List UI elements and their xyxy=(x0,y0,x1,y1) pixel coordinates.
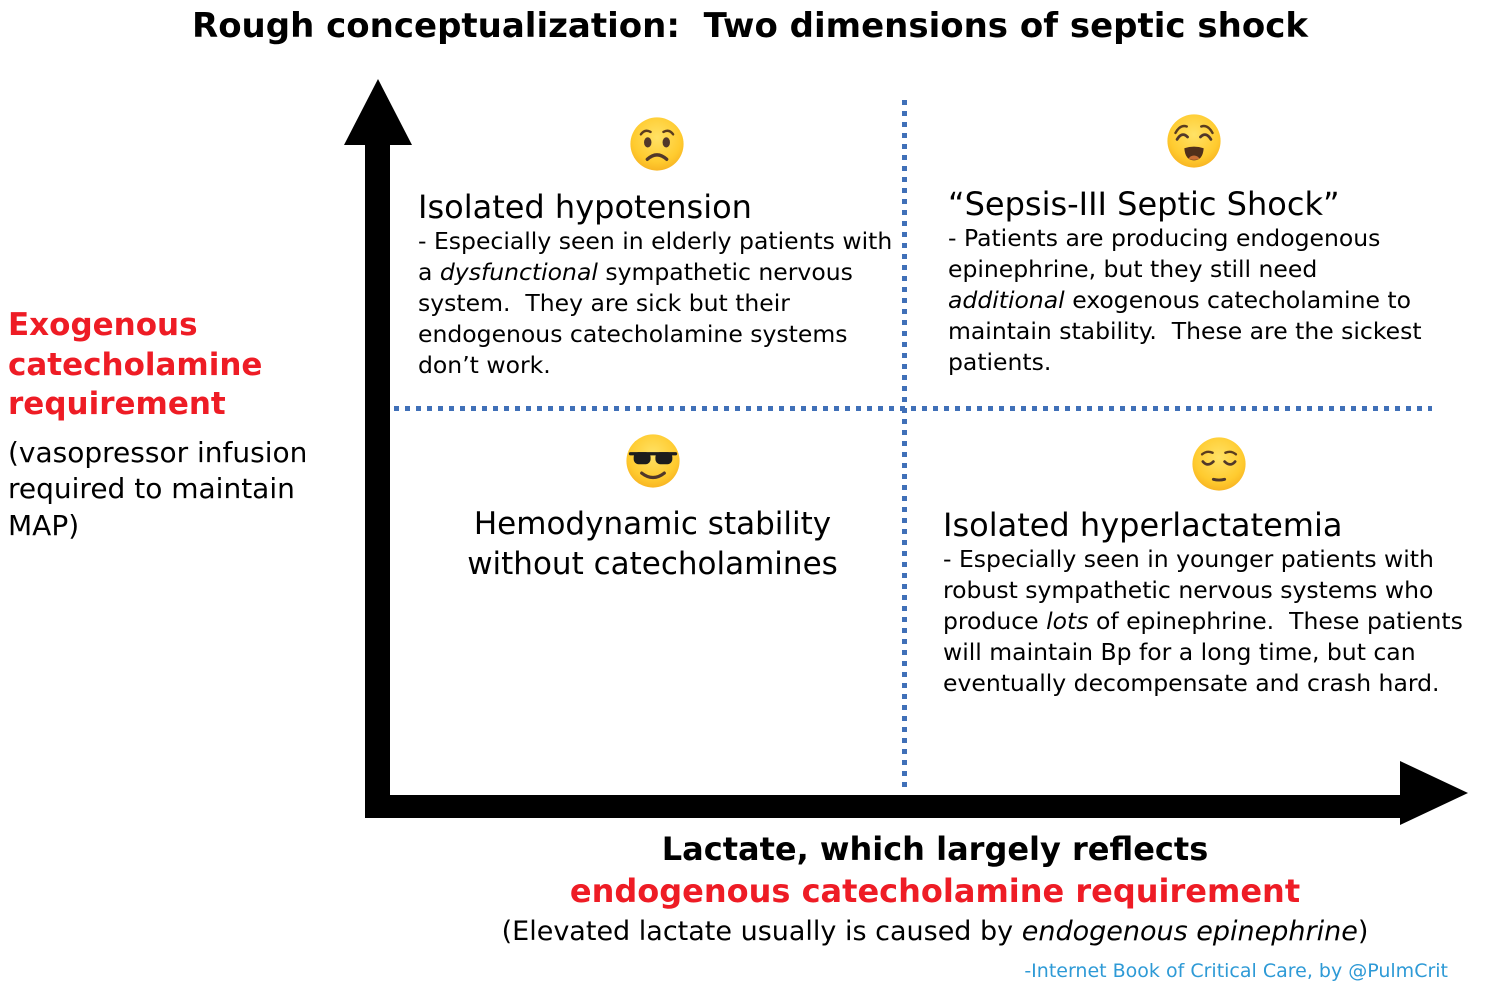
page-title: Rough conceptualization: Two dimensions … xyxy=(192,6,1308,46)
body-text-italic: dysfunctional xyxy=(439,257,598,286)
body-text: - Patients are producing endogenous epin… xyxy=(948,223,1388,283)
y-axis-label: Exogenous catecholamine requirement xyxy=(8,307,263,423)
body-text: - Especially seen in elderly patients wi… xyxy=(418,226,900,286)
x-axis-line xyxy=(365,795,1405,818)
quadrant-isolated-hyperlactatemia: Isolated hyperlactatemia - Especially se… xyxy=(943,435,1495,699)
y-axis-arrowhead-icon xyxy=(344,79,412,145)
body-text: exogenous catecholamine to maintain stab… xyxy=(948,285,1430,376)
horizontal-dotted-divider xyxy=(394,406,1432,411)
body-text: sympathetic nervous system. They are sic… xyxy=(418,257,861,379)
quadrant-body: - Especially seen in elderly patients wi… xyxy=(418,226,896,381)
vertical-dotted-divider xyxy=(902,100,907,790)
note-text: (Elevated lactate usually is caused by xyxy=(501,916,1022,947)
credit-line: -Internet Book of Critical Care, by @Pul… xyxy=(1024,960,1448,982)
quadrant-body: - Patients are producing endogenous epin… xyxy=(948,223,1440,378)
quadrant-text-line2: without catecholamines xyxy=(467,546,838,583)
body-text: of epinephrine. These patients will main… xyxy=(943,606,1471,697)
smiling-face-with-sunglasses-emoji xyxy=(625,434,680,488)
quadrant-heading: “Sepsis-III Septic Shock” xyxy=(948,185,1340,223)
x-axis-note: (Elevated lactate usually is caused by e… xyxy=(200,916,1500,947)
note-text: ) xyxy=(1357,916,1369,947)
pensive-face-emoji xyxy=(1192,437,1246,491)
quadrant-heading: Isolated hyperlactatemia xyxy=(943,506,1343,544)
y-axis-label-block: Exogenous catecholamine requirement (vas… xyxy=(8,306,358,544)
note-text-italic: endogenous epinephrine xyxy=(1021,916,1358,947)
quadrant-isolated-hypotension: Isolated hypotension - Especially seen i… xyxy=(418,115,896,381)
quadrant-text-line1: Hemodynamic stability xyxy=(473,506,832,542)
y-axis-line xyxy=(365,140,390,818)
body-text-italic: additional xyxy=(948,285,1065,314)
x-axis-arrowhead-icon xyxy=(1400,761,1468,825)
x-axis-label-line2: endogenous catecholamine requirement xyxy=(569,872,1301,910)
body-text-italic: lots xyxy=(1046,606,1089,635)
x-axis-label-block: Lactate, which largely reflects endogeno… xyxy=(200,830,1500,947)
quadrant-body: - Especially seen in younger patients wi… xyxy=(943,544,1495,699)
quadrant-sepsis-iii-septic-shock: “Sepsis-III Septic Shock” - Patients are… xyxy=(948,112,1440,378)
worried-face-emoji xyxy=(630,117,684,171)
y-axis-note: (vasopressor infusion required to mainta… xyxy=(8,436,308,542)
x-axis-label-line1: Lactate, which largely reflects xyxy=(661,830,1209,868)
weary-face-emoji xyxy=(1167,114,1221,168)
quadrant-hemodynamic-stability: Hemodynamic stability without catecholam… xyxy=(420,432,885,585)
body-text: - Especially seen in younger patients wi… xyxy=(943,544,1442,635)
quadrant-heading: Isolated hypotension xyxy=(418,188,752,226)
